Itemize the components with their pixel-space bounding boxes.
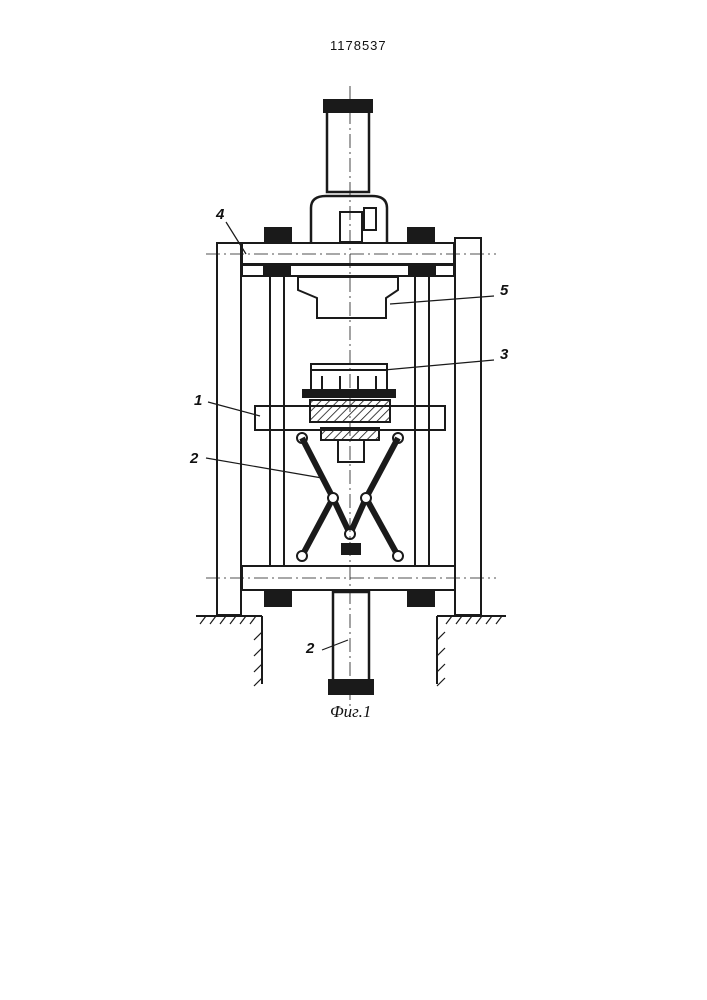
bottom-nut-right	[408, 592, 434, 606]
bottom-nut-left	[265, 592, 291, 606]
tie-rod-left	[270, 276, 284, 566]
valve-block	[340, 212, 362, 242]
callout-1: 1	[194, 392, 202, 409]
callout-4: 4	[216, 206, 224, 223]
callout-3: 3	[500, 346, 508, 363]
frame-right-column	[455, 238, 481, 615]
top-nut-left	[265, 228, 291, 242]
hinge-bottom-right	[393, 551, 403, 561]
hinge-bottom-left	[297, 551, 307, 561]
leader-5	[390, 296, 494, 304]
leader-2a	[206, 458, 322, 478]
callout-2-lower: 2	[306, 640, 314, 657]
top-nut-right	[408, 228, 434, 242]
lower-cylinder-cap	[329, 680, 373, 694]
leader-4	[226, 222, 246, 254]
upper-cylinder-cap	[324, 100, 372, 112]
callout-2-upper: 2	[190, 450, 198, 467]
tie-rod-collar-left	[264, 266, 290, 276]
table-plunger	[338, 440, 364, 462]
upper-cylinder-rod	[327, 110, 369, 192]
upper-die	[298, 277, 398, 318]
hinge-mid-left	[328, 493, 338, 503]
frame-left-column	[217, 243, 241, 615]
leader-2b	[322, 640, 348, 650]
leader-1	[208, 402, 260, 416]
callout-5: 5	[500, 282, 508, 299]
leader-3	[384, 360, 494, 370]
lower-cylinder	[333, 592, 369, 682]
figure-caption: Фиг.1	[330, 702, 371, 722]
linkage-center-block	[342, 544, 360, 554]
mould-plate	[303, 390, 395, 397]
tie-rod-right	[415, 276, 429, 566]
hinge-mid-right	[361, 493, 371, 503]
valve-indicator	[364, 208, 376, 230]
tie-rod-collar-right	[409, 266, 435, 276]
